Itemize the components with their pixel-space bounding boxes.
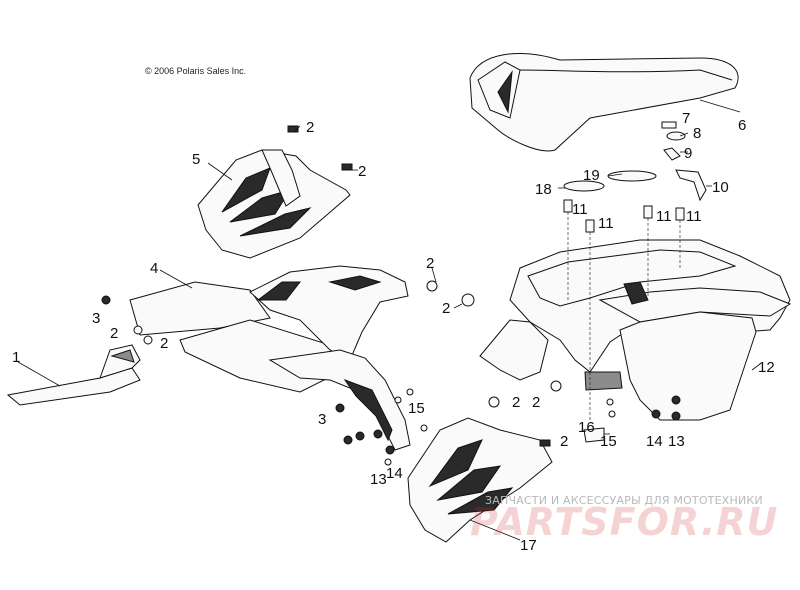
callout-17: 17 (520, 537, 537, 554)
callout-14: 14 (646, 433, 663, 450)
callout-14: 14 (386, 465, 403, 482)
callout-2: 2 (306, 119, 314, 136)
callout-13: 13 (370, 471, 387, 488)
callout-2: 2 (426, 255, 434, 272)
callout-6: 6 (738, 117, 746, 134)
callout-11: 11 (572, 201, 588, 218)
callout-2: 2 (560, 433, 568, 450)
callout-9: 9 (684, 145, 692, 162)
callout-12: 12 (758, 359, 775, 376)
callout-1: 1 (12, 349, 20, 366)
callout-5: 5 (192, 151, 200, 168)
callout-11: 11 (598, 215, 614, 232)
fasteners (101, 125, 685, 466)
rear-fender-part (479, 239, 792, 421)
callout-10: 10 (712, 179, 729, 196)
callout-3: 3 (92, 310, 100, 327)
callout-2: 2 (358, 163, 366, 180)
callout-16: 16 (578, 419, 595, 436)
callout-15: 15 (408, 400, 425, 417)
copyright-notice: © 2006 Polaris Sales Inc. (145, 66, 247, 76)
callout-19: 19 (583, 167, 600, 184)
callout-11: 11 (686, 208, 702, 225)
hardware-parts (558, 121, 712, 443)
callout-7: 7 (682, 110, 690, 127)
callout-labels: 1 4 5 6 7 8 9 10 11 11 11 11 12 13 14 15… (12, 110, 775, 554)
watermark-tagline: ЗАПЧАСТИ И АКСЕССУАРЫ ДЛЯ МОТОТЕХНИКИ (485, 494, 763, 507)
rear-cover-part (407, 417, 553, 543)
callout-18: 18 (535, 181, 552, 198)
callout-2: 2 (110, 325, 118, 342)
callout-11: 11 (656, 208, 672, 225)
callout-15: 15 (600, 433, 617, 450)
callout-2: 2 (160, 335, 168, 352)
callout-2: 2 (532, 394, 540, 411)
callout-8: 8 (693, 125, 701, 142)
callout-4: 4 (150, 260, 158, 277)
seat-part (469, 53, 741, 152)
footwell-part (6, 344, 141, 406)
callout-3: 3 (318, 411, 326, 428)
callout-13: 13 (668, 433, 685, 450)
callout-2: 2 (512, 394, 520, 411)
front-cover-part (197, 149, 351, 259)
callout-2: 2 (442, 300, 450, 317)
front-fender-part (129, 265, 411, 451)
watermark-logo: PARTSFOR.RU (470, 500, 779, 544)
